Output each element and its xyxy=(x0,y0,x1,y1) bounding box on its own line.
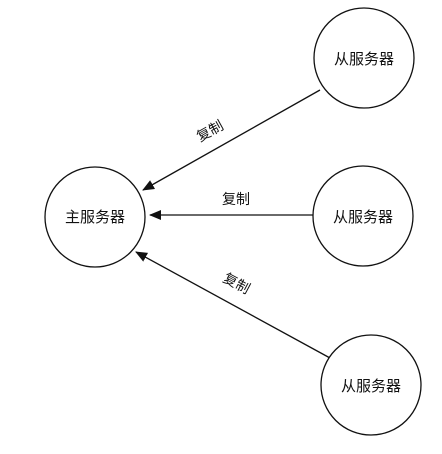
edge-slave-2-to-master: 复制 xyxy=(149,191,315,220)
slave-server-node: 从服务器 xyxy=(312,165,414,267)
slave-server-circle xyxy=(320,334,422,436)
edge-line xyxy=(135,251,331,359)
edge-slave-1-to-master: 复制 xyxy=(142,89,321,191)
edge-line xyxy=(142,89,321,191)
edge-label: 复制 xyxy=(220,270,253,298)
slave-server-circle xyxy=(312,165,414,267)
edge-label: 复制 xyxy=(222,191,250,208)
slave-server-label: 从服务器 xyxy=(341,377,401,395)
master-server-label: 主服务器 xyxy=(65,208,125,226)
edge-label: 复制 xyxy=(194,117,227,145)
slave-server-node: 从服务器 xyxy=(320,334,422,436)
slave-server-label: 从服务器 xyxy=(334,50,394,68)
slave-server-circle xyxy=(313,7,415,109)
master-server-circle xyxy=(44,166,146,268)
slave-server-label: 从服务器 xyxy=(333,208,393,226)
slave-server-node: 从服务器 xyxy=(313,7,415,109)
master-server-node: 主服务器 xyxy=(44,166,146,268)
edge-slave-3-to-master: 复制 xyxy=(135,251,331,359)
